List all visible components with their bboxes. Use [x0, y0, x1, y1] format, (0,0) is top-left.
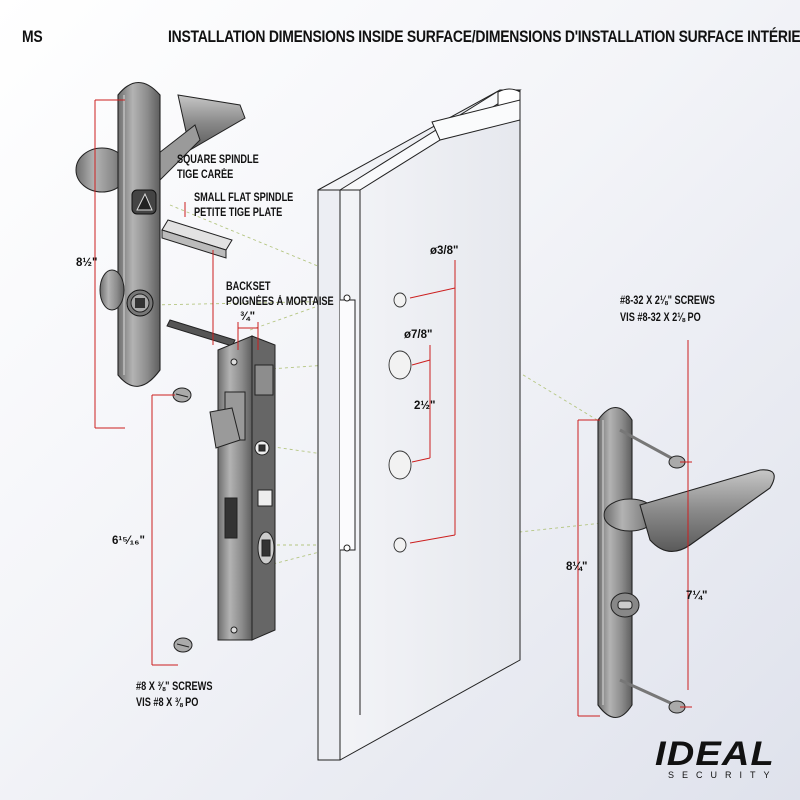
label-screws-right-en: #8-32 X 2⅛" SCREWS [620, 295, 715, 307]
dimension-lines [94, 99, 692, 717]
dim-screw-spacing: 6¹⁵⁄₁₆" [112, 535, 145, 547]
brand-logo-tagline: SECURITY [668, 770, 778, 780]
left-handle-plate [75, 81, 246, 387]
dim-right-screw-spacing: 7¼" [686, 590, 708, 602]
dim-left-plate-height: 8½" [76, 257, 98, 269]
right-screws [619, 428, 686, 714]
mortise-lock-body [209, 335, 276, 641]
label-screws-left-fr: VIS #8 X ⅜ PO [136, 697, 199, 709]
label-flat-spindle-en: SMALL FLAT SPINDLE [194, 192, 294, 204]
label-screws-right-fr: VIS #8-32 X 2⅛ PO [620, 312, 701, 324]
label-flat-spindle-fr: PETITE TIGE PLATE [194, 207, 283, 219]
dim-hole-large: ø7/8" [404, 329, 433, 341]
brand-logo-name: IDEAL [655, 735, 775, 773]
label-backset-en: BACKSET [226, 281, 271, 293]
door-profile [317, 88, 522, 761]
door-holes [388, 292, 412, 553]
dim-backset: ¾" [240, 311, 256, 323]
left-screws [172, 387, 193, 653]
right-handle-plate [597, 406, 775, 719]
label-backset-fr: POIGNÉES À MORTAISE [226, 296, 334, 308]
dim-right-plate-height: 8¼" [566, 561, 588, 573]
label-screws-left-en: #8 X ⅜" SCREWS [136, 681, 213, 693]
dim-hole-spacing: 2½" [414, 400, 436, 412]
square-spindle [161, 219, 233, 259]
dim-hole-small: ø3/8" [430, 245, 459, 257]
label-square-spindle-fr: TIGE CARÉE [177, 169, 234, 181]
model-code: MS [22, 27, 43, 46]
page-title: INSTALLATION DIMENSIONS INSIDE SURFACE/D… [168, 27, 800, 46]
label-square-spindle-en: SQUARE SPINDLE [177, 154, 259, 166]
flat-spindle [166, 319, 236, 347]
